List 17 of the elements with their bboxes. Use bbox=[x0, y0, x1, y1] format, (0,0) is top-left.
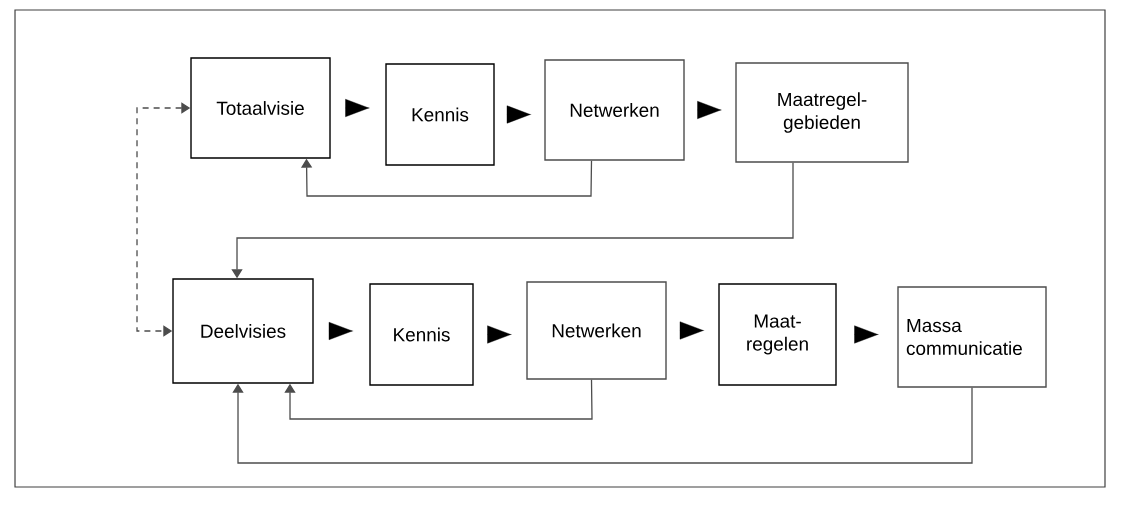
process-box: Netwerken bbox=[544, 59, 685, 161]
arrow bbox=[506, 105, 532, 124]
process-box: Maatregel- gebieden bbox=[735, 62, 909, 163]
arrow bbox=[284, 379, 593, 420]
arrow bbox=[679, 321, 705, 340]
process-box: Maat- regelen bbox=[718, 283, 837, 386]
arrow bbox=[328, 322, 354, 340]
arrow bbox=[345, 99, 370, 117]
process-box: Deelvisies bbox=[172, 278, 314, 384]
process-box: Totaalvisie bbox=[190, 57, 331, 159]
process-box: Kennis bbox=[369, 283, 474, 386]
process-box: Kennis bbox=[385, 63, 495, 166]
arrow bbox=[487, 325, 512, 344]
process-box: Netwerken bbox=[526, 281, 667, 380]
arrow bbox=[854, 325, 879, 344]
arrow bbox=[697, 101, 722, 119]
process-box: Massa communicatie bbox=[897, 286, 1047, 388]
